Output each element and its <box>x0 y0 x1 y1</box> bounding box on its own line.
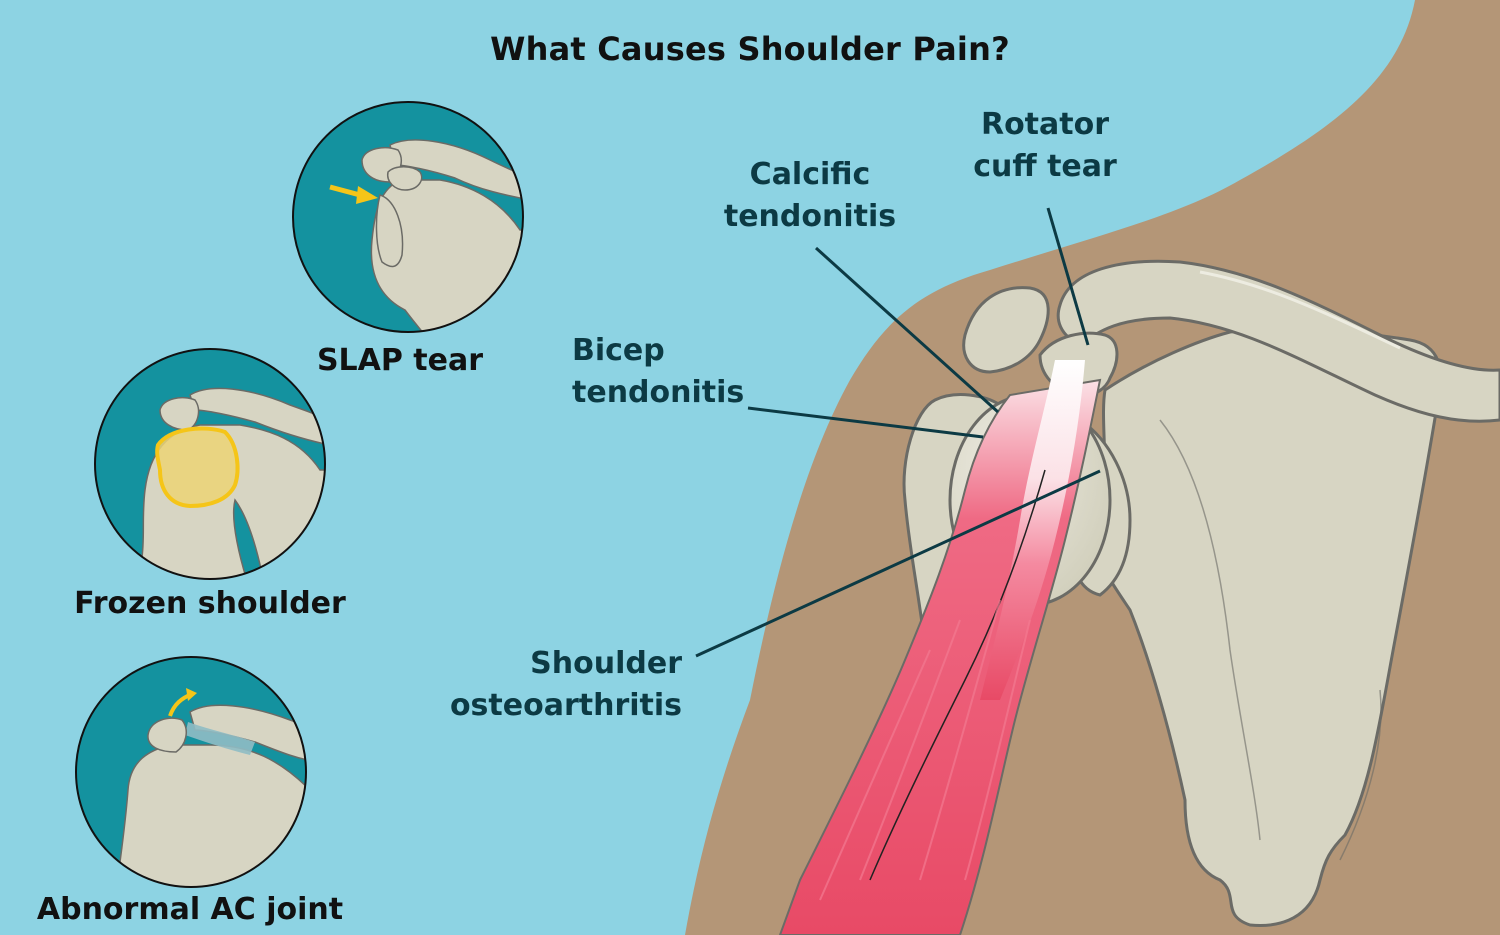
arrow-icon <box>329 184 378 204</box>
leader-calcific <box>814 246 1000 414</box>
label-abnormal-ac-joint: Abnormal AC joint <box>36 892 344 927</box>
callout-line: tendonitis <box>572 375 745 410</box>
label-slap-tear: SLAP tear <box>316 343 484 378</box>
callout-line: tendonitis <box>723 199 897 234</box>
curved-arrow-icon <box>168 688 197 717</box>
leader-osteoarthritis <box>695 469 1101 658</box>
inset-abnormal-ac-joint <box>76 657 306 887</box>
scapula-ridge-2 <box>1339 689 1382 861</box>
bicep-muscle <box>778 378 1102 935</box>
callout-rotator-cuff-tear: Rotator cuff tear <box>960 104 1130 188</box>
callout-bicep-tendonitis: Bicep tendonitis <box>572 330 772 414</box>
bicep-tendon <box>980 360 1085 700</box>
leader-bicep <box>747 406 984 439</box>
page-title: What Causes Shoulder Pain? <box>490 30 1010 68</box>
callout-calcific-tendonitis: Calcific tendonitis <box>715 154 905 238</box>
scapula <box>1091 327 1443 927</box>
callout-shoulder-osteoarthritis: Shoulder osteoarthritis <box>440 643 682 727</box>
callout-line: Rotator <box>980 107 1110 142</box>
callout-line: cuff tear <box>973 149 1117 184</box>
label-frozen-shoulder: Frozen shoulder <box>74 586 346 621</box>
leader-rotator-cuff <box>1046 207 1090 346</box>
inset-slap-tear <box>293 102 523 332</box>
clavicle <box>1056 259 1500 423</box>
callout-line: osteoarthritis <box>449 688 682 723</box>
highlight-ring <box>155 426 240 509</box>
callout-line: Bicep <box>572 333 665 368</box>
scapula-ridge <box>1159 419 1261 841</box>
acromion <box>962 286 1050 374</box>
leader-lines <box>695 207 1101 658</box>
callout-line: Shoulder <box>530 646 682 681</box>
callout-line: Calcific <box>749 157 871 192</box>
